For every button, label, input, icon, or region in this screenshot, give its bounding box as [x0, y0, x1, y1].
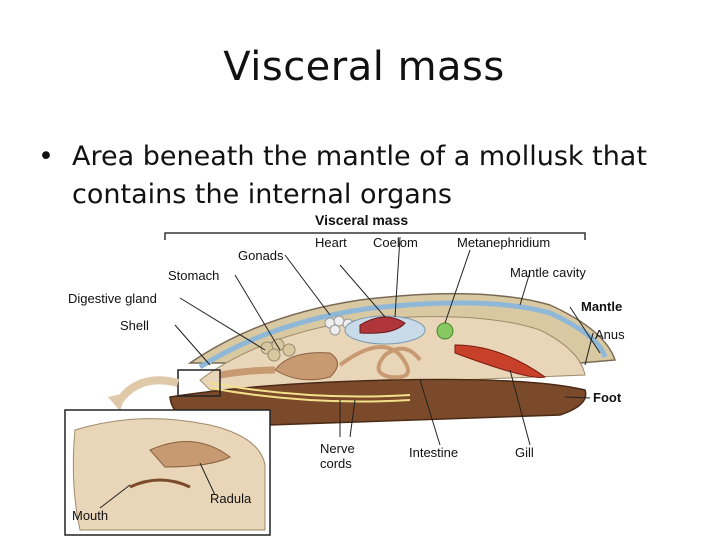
esophagus [219, 366, 276, 379]
label-digestive-gland: Digestive gland [68, 291, 157, 306]
label-foot: Foot [593, 390, 622, 405]
label-intestine: Intestine [409, 445, 458, 460]
intestine-loop [338, 345, 422, 380]
inset-head [72, 418, 266, 531]
visceral-mass-header: Visceral mass [315, 212, 408, 228]
visceral-mass-bracket [164, 232, 586, 240]
mollusk-anatomy-diagram: Visceral mass [64, 212, 625, 536]
label-mantle: Mantle [581, 299, 622, 314]
label-gonads: Gonads [238, 248, 284, 263]
leader-lines [99, 236, 601, 509]
nerve-cord-2 [209, 387, 411, 403]
label-mouth: Mouth [72, 508, 108, 523]
digestive-gland-cluster [260, 338, 296, 362]
magnify-arrowhead [108, 393, 126, 411]
label-radula: Radula [210, 491, 252, 506]
label-nerve-cords-line2: cords [320, 456, 352, 471]
mantle-edge [198, 300, 608, 370]
label-anus: Anus [595, 327, 625, 342]
slide-title: Visceral mass [223, 44, 505, 90]
inset-radula [149, 441, 231, 468]
label-heart: Heart [315, 235, 347, 250]
label-metanephridium: Metanephridium [457, 235, 550, 250]
label-shell: Shell [120, 318, 149, 333]
bullet-text: Area beneath the mantle of a mollusk tha… [72, 141, 647, 210]
nerve-cord-1 [209, 382, 411, 398]
bullet-marker: • [38, 141, 54, 172]
heart-shape [359, 316, 406, 334]
gill-shape [454, 344, 547, 378]
inset-mouth [129, 478, 191, 489]
label-stomach: Stomach [168, 268, 219, 283]
label-mantle-cavity: Mantle cavity [510, 265, 586, 280]
label-nerve-cords-line1: Nerve [320, 441, 355, 456]
stomach-shape [274, 352, 338, 381]
label-gill: Gill [515, 445, 534, 460]
metanephridium-shape [436, 322, 454, 340]
label-coelom: Coelom [373, 235, 418, 250]
